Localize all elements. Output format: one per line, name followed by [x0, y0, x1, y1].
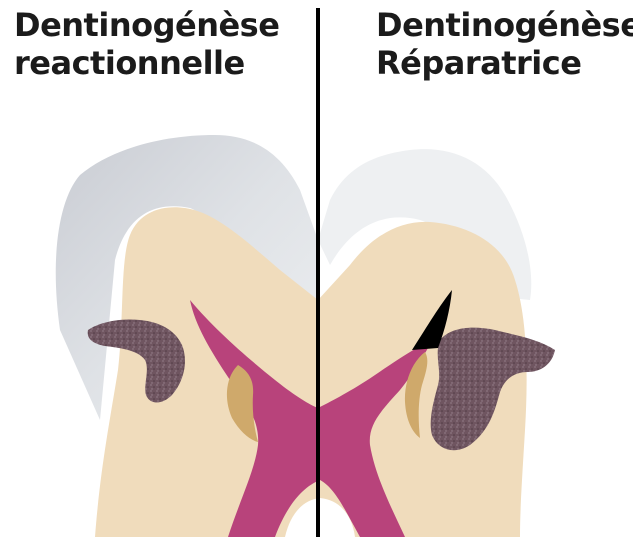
- title-reparative: Dentinogénèse Réparatrice: [376, 6, 633, 82]
- title-left-line2: reactionnelle: [14, 44, 279, 82]
- title-right-line2: Réparatrice: [376, 44, 633, 82]
- title-reactionary: Dentinogénèse reactionnelle: [14, 6, 279, 82]
- title-right-line1: Dentinogénèse: [376, 6, 633, 44]
- title-left-line1: Dentinogénèse: [14, 6, 279, 44]
